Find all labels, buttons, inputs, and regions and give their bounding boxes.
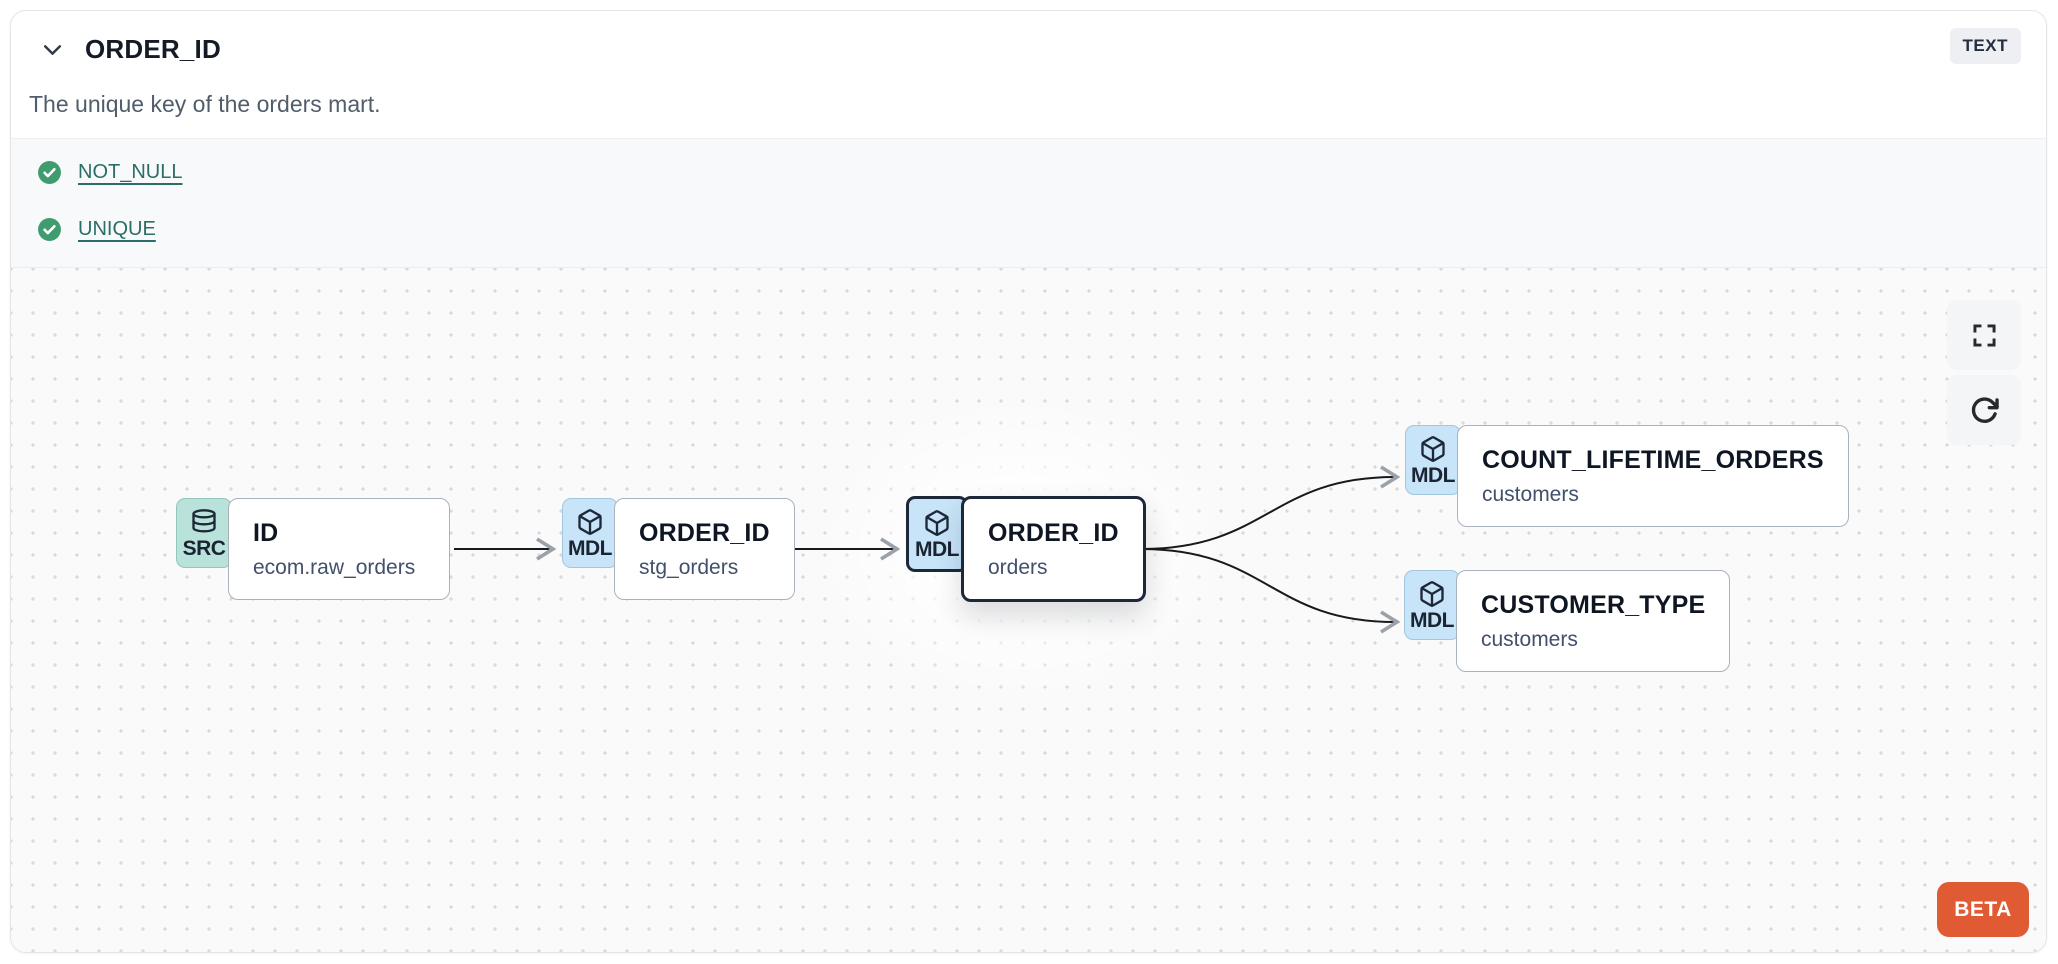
cube-icon: [578, 508, 602, 535]
node-subtitle: stg_orders: [639, 555, 739, 579]
refresh-icon: [1971, 396, 1999, 423]
node-subtitle: customers: [1482, 482, 1579, 506]
node-type-badge: MDL: [1405, 425, 1461, 495]
node-badge-label: MDL: [1410, 608, 1455, 632]
test-link-unique[interactable]: UNIQUE: [78, 217, 156, 240]
tests-section: NOT_NULL UNIQUE: [11, 138, 2046, 268]
test-link-not-null[interactable]: NOT_NULL: [78, 160, 183, 183]
test-row: UNIQUE: [37, 209, 2046, 249]
node-body: ORDER_ID orders: [961, 496, 1146, 602]
node-title: COUNT_LIFETIME_ORDERS: [1482, 445, 1824, 474]
node-subtitle: customers: [1481, 627, 1578, 651]
node-title: ORDER_ID: [639, 518, 770, 547]
node-title: ID: [253, 518, 279, 547]
test-row: NOT_NULL: [37, 152, 2046, 192]
beta-badge: BETA: [1937, 882, 2029, 937]
node-type-badge: SRC: [176, 498, 232, 568]
column-title: ORDER_ID: [85, 33, 221, 64]
lineage-canvas[interactable]: SRC ID ecom.raw_orders MDL ORDER_ID stg_…: [11, 268, 2046, 952]
node-badge-label: SRC: [182, 536, 226, 560]
column-type-badge: TEXT: [1949, 28, 2021, 64]
node-badge-label: MDL: [568, 536, 613, 560]
chevron-down-icon: [43, 44, 61, 55]
database-icon: [192, 508, 216, 532]
node-body: CUSTOMER_TYPE customers: [1456, 570, 1731, 672]
node-badge-label: MDL: [915, 537, 960, 561]
fullscreen-icon: [1972, 323, 1996, 347]
node-body: COUNT_LIFETIME_ORDERS customers: [1457, 425, 1849, 527]
node-badge-label: MDL: [1411, 463, 1456, 487]
column-header: ORDER_ID TEXT The unique key of the orde…: [11, 11, 2046, 138]
column-description: The unique key of the orders mart.: [29, 91, 381, 117]
collapse-chevron-button[interactable]: [38, 35, 66, 63]
check-circle-icon: [38, 160, 61, 184]
node-type-badge: MDL: [906, 496, 968, 572]
cube-icon: [925, 509, 949, 536]
node-subtitle: orders: [988, 555, 1048, 579]
node-type-badge: MDL: [1404, 570, 1460, 640]
node-subtitle: ecom.raw_orders: [253, 555, 416, 579]
node-body: ID ecom.raw_orders: [228, 498, 450, 600]
node-title: ORDER_ID: [988, 518, 1119, 547]
cube-icon: [1420, 580, 1444, 607]
node-type-badge: MDL: [562, 498, 618, 568]
canvas-controls: [1947, 300, 2021, 445]
cube-icon: [1421, 435, 1445, 462]
node-title: CUSTOMER_TYPE: [1481, 590, 1706, 619]
check-circle-icon: [38, 217, 61, 241]
lineage-edges: [454, 465, 1401, 634]
node-body: ORDER_ID stg_orders: [614, 498, 795, 600]
refresh-button[interactable]: [1947, 375, 2021, 445]
fullscreen-button[interactable]: [1947, 300, 2021, 370]
column-details-card: ORDER_ID TEXT The unique key of the orde…: [10, 10, 2047, 953]
